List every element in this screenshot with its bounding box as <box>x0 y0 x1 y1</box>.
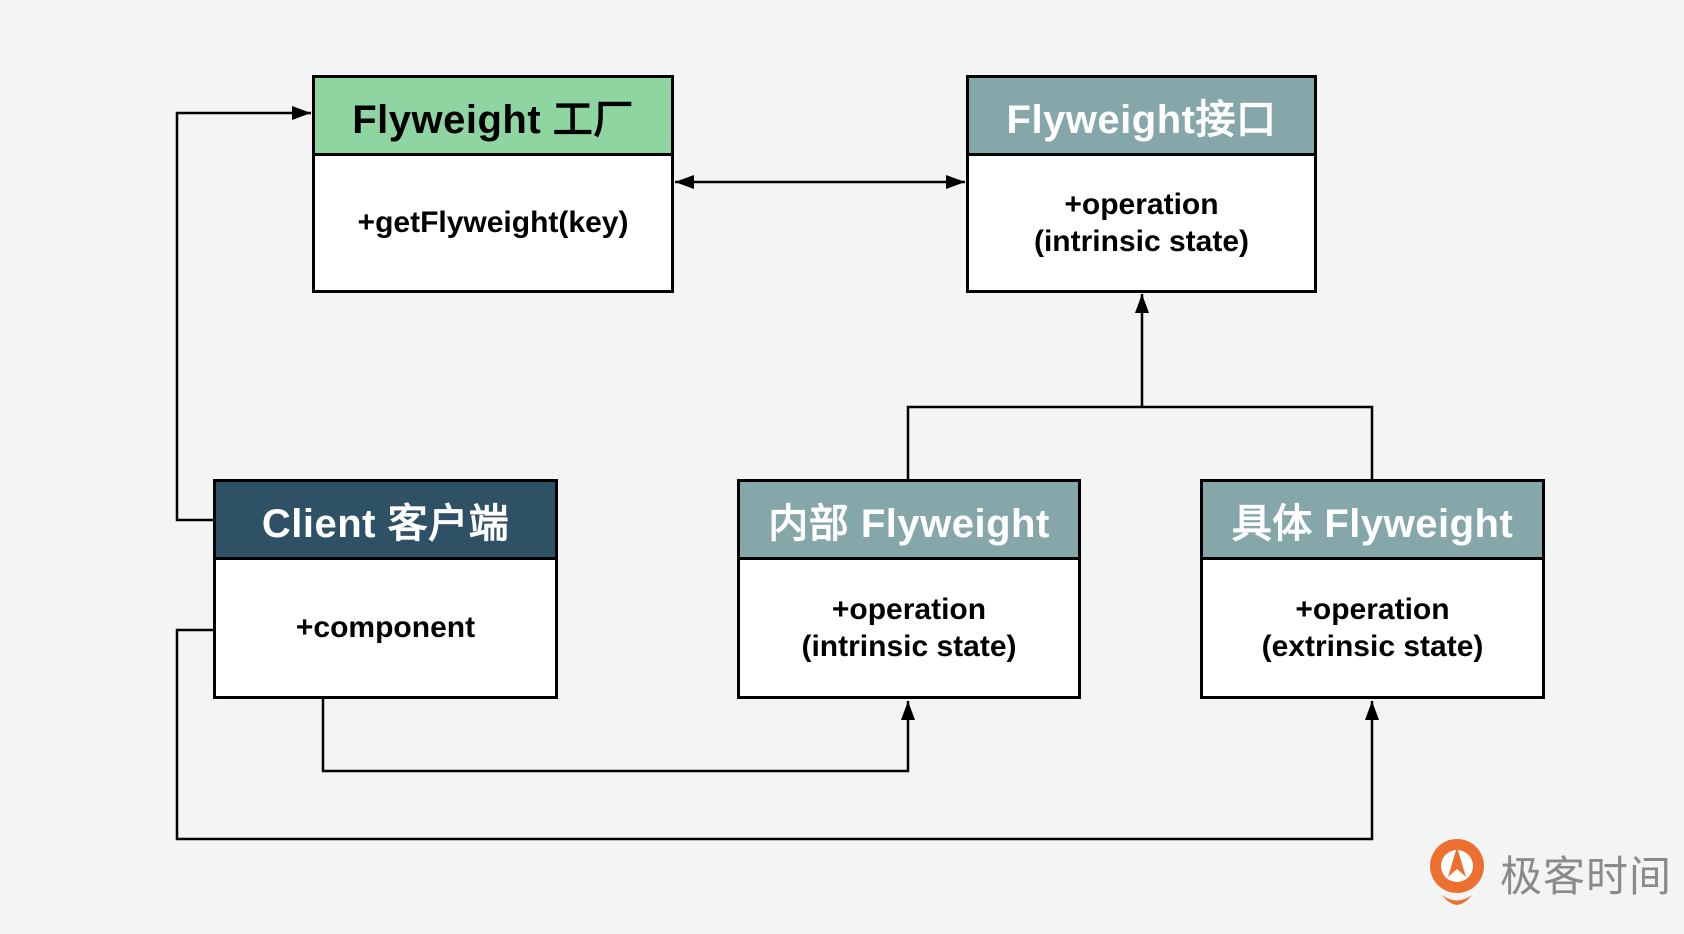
client-to-intrinsic-connector <box>321 699 915 773</box>
intrinsic-flyweight-box: 内部 Flyweight +operation (intrinsic state… <box>737 479 1081 699</box>
intrinsic-flyweight-method: +operation (intrinsic state) <box>801 592 1017 664</box>
geektime-logo-icon <box>1430 839 1484 905</box>
flyweights-inheritance-rail <box>906 405 1374 479</box>
client-box: Client 客户端 +component <box>213 479 558 699</box>
geektime-logo: 极客时间 <box>1424 836 1672 910</box>
concrete-flyweight-method: +operation (extrinsic state) <box>1261 592 1484 664</box>
flyweight-interface-title: Flyweight接口 <box>969 78 1314 156</box>
flyweight-factory-method: +getFlyweight(key) <box>357 206 629 240</box>
geektime-logo-text: 极客时间 <box>1500 852 1673 900</box>
client-to-factory-connector <box>175 106 311 522</box>
concrete-flyweight-box: 具体 Flyweight +operation (extrinsic state… <box>1200 479 1545 699</box>
flyweight-interface-method: +operation (intrinsic state) <box>1033 187 1250 259</box>
client-member: +component <box>295 611 476 645</box>
intrinsic-flyweight-title: 内部 Flyweight <box>740 482 1078 560</box>
flyweight-factory-title: Flyweight 工厂 <box>315 78 671 156</box>
flyweight-factory-box: Flyweight 工厂 +getFlyweight(key) <box>312 75 674 293</box>
concrete-flyweight-title: 具体 Flyweight <box>1203 482 1542 560</box>
client-title: Client 客户端 <box>216 482 555 560</box>
flyweight-interface-box: Flyweight接口 +operation (intrinsic state) <box>966 75 1317 293</box>
